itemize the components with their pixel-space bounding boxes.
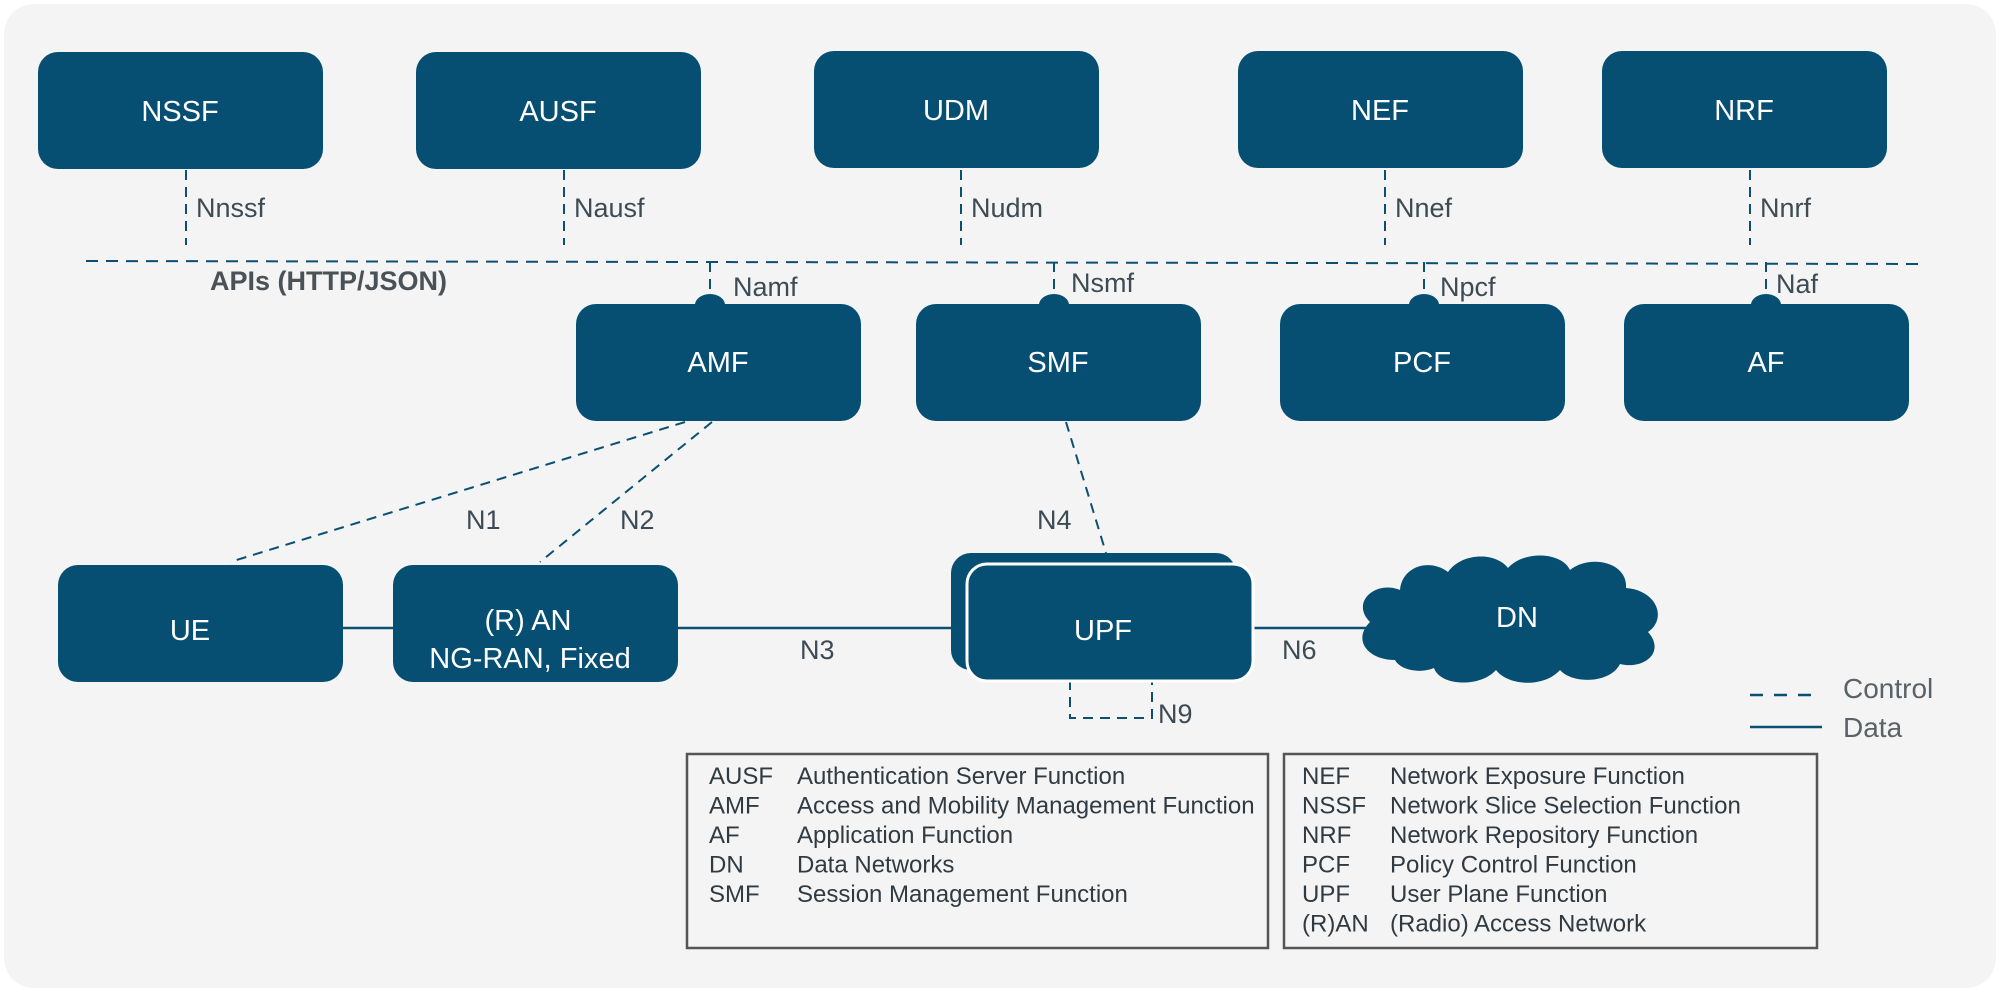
n9-loop bbox=[1069, 680, 1153, 719]
legend-definition: Network Exposure Function bbox=[1390, 763, 1685, 790]
legend-definition: Network Slice Selection Function bbox=[1390, 793, 1741, 820]
node-ran-label-line1: (R) AN bbox=[485, 605, 572, 637]
nf-nssf-label: NSSF bbox=[141, 96, 218, 128]
legend-definition: Network Repository Function bbox=[1390, 822, 1698, 849]
background-panel bbox=[4, 4, 1996, 988]
nf-amf-label: AMF bbox=[687, 347, 748, 379]
nudm-label: Nudm bbox=[971, 193, 1043, 223]
nf-ausf-label: AUSF bbox=[519, 96, 596, 128]
nf-nef-label: NEF bbox=[1351, 95, 1409, 127]
nf-pcf-label: PCF bbox=[1393, 347, 1451, 379]
nf-smf: SMF bbox=[916, 294, 1201, 421]
legend-abbr: UPF bbox=[1302, 881, 1350, 908]
nf-amf: AMF bbox=[576, 294, 861, 421]
nf-udm: UDM bbox=[814, 51, 1099, 168]
api-bus-line bbox=[85, 260, 1926, 265]
legend-abbr: NEF bbox=[1302, 763, 1350, 790]
node-upf-label: UPF bbox=[1074, 615, 1132, 647]
nnrf-label: Nnrf bbox=[1760, 193, 1812, 223]
legend-abbr: AUSF bbox=[709, 763, 773, 790]
nausf-label: Nausf bbox=[574, 193, 645, 223]
legend-abbr: NRF bbox=[1302, 822, 1351, 849]
namf-label: Namf bbox=[733, 272, 798, 302]
legend-abbr: NSSF bbox=[1302, 793, 1366, 820]
legend-abbr: PCF bbox=[1302, 852, 1350, 879]
node-dn-cloud: DN bbox=[1362, 555, 1658, 683]
n9-label: N9 bbox=[1158, 699, 1193, 729]
nf-af-label: AF bbox=[1747, 347, 1784, 379]
api-bus-label: APIs (HTTP/JSON) bbox=[210, 266, 447, 296]
node-upf: UPF bbox=[951, 553, 1255, 683]
legend-definition: Data Networks bbox=[797, 852, 954, 879]
legend-abbr: AMF bbox=[709, 793, 760, 820]
legend-abbr: DN bbox=[709, 852, 744, 879]
data-key-label: Data bbox=[1843, 712, 1903, 743]
n1-link bbox=[229, 421, 686, 563]
n2-label: N2 bbox=[620, 505, 655, 535]
node-ue: UE bbox=[58, 565, 343, 682]
nf-pcf: PCF bbox=[1280, 294, 1565, 421]
nnssf-label: Nnssf bbox=[196, 193, 266, 223]
node-ue-label: UE bbox=[170, 615, 210, 647]
nf-af: AF bbox=[1624, 294, 1909, 421]
naf-label: Naf bbox=[1776, 269, 1819, 299]
legend-definition: Policy Control Function bbox=[1390, 852, 1637, 879]
node-ran-label-line2: NG-RAN, Fixed bbox=[429, 643, 630, 675]
line-style-key: Control Data bbox=[1750, 673, 1933, 743]
n1-label: N1 bbox=[466, 505, 501, 535]
legend-definition: Authentication Server Function bbox=[797, 763, 1125, 790]
nf-udm-label: UDM bbox=[923, 95, 989, 127]
n4-link bbox=[1065, 421, 1107, 554]
nf-smf-label: SMF bbox=[1027, 347, 1088, 379]
nf-nrf: NRF bbox=[1602, 51, 1887, 168]
n2-link bbox=[539, 421, 713, 563]
nf-nrf-label: NRF bbox=[1714, 95, 1774, 127]
n3-label: N3 bbox=[800, 635, 835, 665]
legend-definition: Application Function bbox=[797, 822, 1013, 849]
npcf-label: Npcf bbox=[1440, 272, 1496, 302]
nf-nssf: NSSF bbox=[38, 52, 323, 169]
legend-abbr: SMF bbox=[709, 881, 760, 908]
node-ran: (R) AN NG-RAN, Fixed bbox=[393, 565, 678, 682]
legend-definition: User Plane Function bbox=[1390, 881, 1607, 908]
n4-label: N4 bbox=[1037, 505, 1072, 535]
legend-definition: Session Management Function bbox=[797, 881, 1128, 908]
n6-label: N6 bbox=[1282, 635, 1317, 665]
node-dn-label: DN bbox=[1496, 602, 1538, 634]
nsmf-label: Nsmf bbox=[1071, 268, 1134, 298]
legend-abbr: AF bbox=[709, 822, 740, 849]
control-key-label: Control bbox=[1843, 673, 1933, 704]
legend-abbr: (R)AN bbox=[1302, 911, 1369, 938]
nnef-label: Nnef bbox=[1395, 193, 1453, 223]
legend-definition: Access and Mobility Management Function bbox=[797, 793, 1255, 820]
nf-ausf: AUSF bbox=[416, 52, 701, 169]
legend-definition: (Radio) Access Network bbox=[1390, 911, 1647, 938]
nf-nef: NEF bbox=[1238, 51, 1523, 168]
